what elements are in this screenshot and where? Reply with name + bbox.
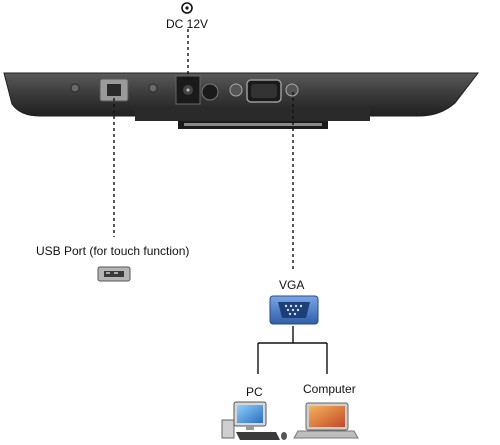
pc-label: PC — [246, 385, 263, 399]
laptop-icon — [293, 402, 359, 439]
split-bracket — [257, 326, 328, 374]
vga-port — [229, 79, 299, 103]
dc-power-symbol-icon — [181, 2, 193, 14]
desktop-pc-icon — [221, 401, 287, 440]
computer-label: Computer — [303, 382, 356, 396]
usb-port-label: USB Port (for touch function) — [36, 244, 190, 258]
monitor-panel — [3, 72, 480, 129]
screw-hole — [70, 83, 158, 93]
dc-power-jack — [175, 75, 201, 105]
dc-power-label: DC 12V — [166, 17, 209, 31]
vga-connector-icon — [269, 295, 319, 325]
usb-b-port — [99, 78, 129, 102]
audio-port — [201, 83, 219, 101]
usb-port-icon — [97, 266, 131, 282]
vga-label: VGA — [279, 278, 305, 292]
